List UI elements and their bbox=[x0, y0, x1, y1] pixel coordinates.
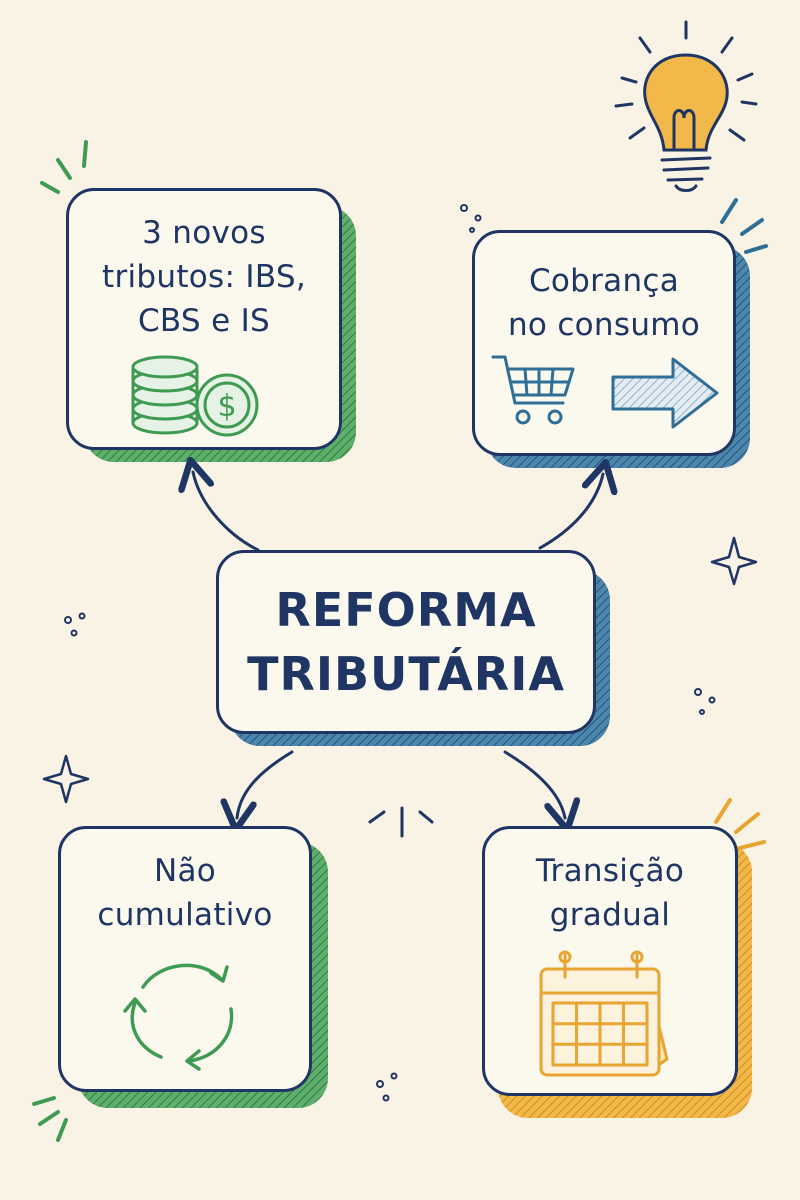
calendar-icon bbox=[539, 950, 669, 1077]
recycle-arrows-icon bbox=[123, 963, 234, 1071]
node-card-new-taxes: 3 novos tributos: IBS, CBS e IS $ bbox=[66, 188, 342, 450]
sparkle-icon bbox=[42, 754, 90, 804]
decorative-dots bbox=[64, 204, 716, 1102]
central-topic-label: REFORMA TRIBUTÁRIA bbox=[247, 583, 565, 701]
lightbulb-icon bbox=[614, 20, 758, 192]
node-card-gradual-transition: Transição gradual bbox=[482, 826, 738, 1096]
accent-ticks-navy-middle bbox=[368, 806, 434, 838]
central-topic-card: REFORMA TRIBUTÁRIA bbox=[216, 550, 596, 734]
node-card-consumption: Cobrança no consumo bbox=[472, 230, 736, 456]
accent-ticks-green-bottom bbox=[32, 1096, 68, 1142]
node-label-non-cumulative: Não cumulativo bbox=[97, 853, 273, 933]
node-card-non-cumulative: Não cumulativo bbox=[58, 826, 312, 1092]
connector-arrow-top-left bbox=[193, 472, 260, 552]
node-label-consumption: Cobrança no consumo bbox=[507, 263, 701, 343]
sparkle-icon bbox=[710, 536, 758, 586]
shopping-cart-icon bbox=[491, 355, 575, 425]
accent-ticks-orange-bottom bbox=[714, 798, 766, 850]
connector-arrow-bottom-right bbox=[503, 750, 565, 818]
node-label-new-taxes: 3 novos tributos: IBS, CBS e IS bbox=[101, 215, 306, 339]
coins-icon: $ bbox=[131, 355, 259, 437]
connector-arrow-top-right bbox=[538, 474, 603, 550]
svg-text:$: $ bbox=[217, 389, 236, 424]
arrow-right-icon bbox=[611, 357, 719, 429]
accent-ticks-green-top bbox=[40, 140, 88, 194]
accent-ticks-blue-top bbox=[720, 198, 768, 254]
connector-arrow-bottom-left bbox=[237, 750, 294, 818]
node-label-gradual-transition: Transição gradual bbox=[535, 853, 685, 933]
